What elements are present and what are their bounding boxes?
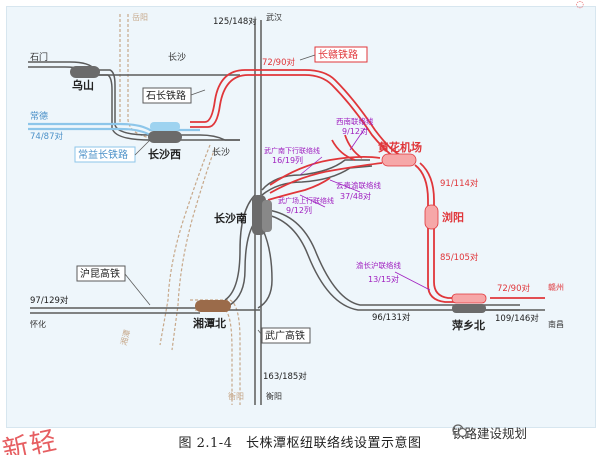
- dir-yueyang: 岳阳: [132, 12, 148, 22]
- count-wuguang-north: 125/148对: [213, 16, 257, 27]
- count-nanchang: 109/146对: [495, 313, 539, 324]
- text-layer: 石门 长沙 长沙 常德 岳阳 武汉 怀化 湘潭 衡阳 衡阳 南昌 赣州 乌山 长…: [30, 12, 564, 401]
- dir-wuhan: 武汉: [266, 12, 282, 22]
- red-lines: [190, 69, 545, 303]
- station-wushan-shape: [70, 66, 100, 78]
- count-changgan-west: 72/90对: [262, 57, 295, 68]
- count-wuguang-down: 16/19列: [272, 155, 303, 165]
- blue-line: [28, 122, 200, 136]
- diagram-panel: [6, 6, 596, 428]
- csn-east-curve: [257, 229, 273, 309]
- station-liuyang-label: 浏阳: [442, 210, 464, 224]
- station-pingxiangbei-shape: [451, 293, 487, 304]
- airport-to-liuyang-b: [419, 162, 435, 212]
- station-changshaxi-label: 长沙西: [148, 147, 181, 161]
- airport-loop-b: [344, 134, 363, 159]
- station-pingxiangbei-label: 萍乡北: [452, 318, 485, 332]
- changshanan-east: [267, 209, 520, 306]
- station-airport-shape: [381, 153, 417, 167]
- dir-huaihua: 怀化: [30, 319, 46, 329]
- station-pingxiangbei-shape-b: [452, 304, 486, 313]
- station-xiangtanbei-shape: [195, 300, 231, 312]
- tan-line-d: [171, 147, 216, 351]
- airport-loop: [331, 139, 356, 161]
- dir-hengyang-2: 衡阳: [266, 391, 282, 401]
- count-liuyang-north: 91/114对: [440, 178, 479, 189]
- count-wuguang-south: 163/185对: [263, 371, 307, 382]
- line-changgan-label: 长赣铁路: [318, 48, 358, 61]
- line-changyichang-label: 常益长铁路: [78, 148, 128, 161]
- station-xiangtanbei-label: 湘潭北: [193, 316, 226, 330]
- count-ganzhou: 72/90对: [497, 283, 530, 294]
- dir-hengyang-1: 衡阳: [228, 391, 244, 401]
- dir-shimen: 石门: [30, 51, 48, 63]
- dir-changsha-mid: 长沙: [212, 146, 230, 158]
- tan-line-c: [159, 144, 211, 346]
- station-changshaxi-shape: [148, 131, 182, 143]
- liuyang-to-pingxiang-a: [427, 222, 470, 303]
- count-wuguang-up: 9/12列: [286, 205, 312, 215]
- tan-dashed-lines: [119, 14, 241, 405]
- hukun-box: [76, 265, 126, 282]
- changgan-box: [314, 46, 368, 63]
- conn-wuguang-up-label: 武广场上行联络线: [278, 196, 334, 205]
- dir-nanchang: 南昌: [548, 319, 564, 329]
- airport-to-liuyang-a: [414, 164, 429, 212]
- leader-lines: [124, 54, 431, 336]
- figure-caption: 图 2.1-4 长株潭枢纽联络线设置示意图: [178, 436, 422, 451]
- changgan-line-b: [190, 74, 411, 164]
- wuguang-box: [261, 327, 311, 344]
- watermark-text: 铁路建设规划: [452, 426, 528, 441]
- tan-line-e: [190, 299, 241, 405]
- line-hukun-label: 沪昆高铁: [80, 267, 120, 280]
- dir-changsha-top: 长沙: [168, 51, 186, 63]
- count-yungui: 37/48对: [340, 191, 371, 201]
- watermark: 铁路建设规划: [452, 423, 527, 442]
- station-changshanan-label: 长沙南: [214, 211, 247, 225]
- line-shichang-label: 石长铁路: [146, 89, 186, 102]
- count-pingxiang-south: 96/131对: [372, 312, 411, 323]
- csn-loop-2: [261, 165, 373, 196]
- shichang-box: [142, 87, 192, 104]
- shichang-line: [28, 61, 240, 141]
- count-yuchanghu: 13/15对: [368, 274, 399, 284]
- changshanan-east-b: [267, 214, 520, 311]
- dir-ganzhou: 赣州: [548, 282, 564, 292]
- station-wushan-label: 乌山: [72, 78, 94, 92]
- dir-changde: 常德: [30, 110, 48, 122]
- count-liuyang-south: 85/105对: [440, 252, 479, 263]
- line-label-boxes: [74, 46, 368, 344]
- count-xinan: 9/12对: [342, 126, 368, 136]
- conn-yuchanghu-label: 渝长沪联络线: [356, 260, 401, 270]
- line-wuguang-label: 武广高铁: [265, 329, 305, 342]
- wechat-icon: [452, 424, 468, 438]
- station-changshaxi-blue: [150, 122, 180, 131]
- station-shapes: [70, 66, 487, 313]
- station-airport-label: 黄花机场: [378, 140, 422, 154]
- csn-west-curve: [224, 194, 256, 301]
- csn-to-airport-a: [269, 155, 381, 186]
- corner-mark: ◌: [576, 0, 584, 10]
- changgan-line-a: [190, 69, 411, 159]
- count-hukun-west: 97/129对: [30, 295, 69, 306]
- changyichang-line: [28, 122, 200, 132]
- conn-xinan-label: 西南联络线: [336, 116, 374, 126]
- dir-xiangtan: 湘潭: [118, 328, 132, 346]
- station-changshanan-shape-b: [262, 200, 272, 232]
- conn-wuguang-down-label: 武广南下行联络线: [264, 146, 320, 155]
- liuyang-to-pingxiang-b: [433, 222, 470, 299]
- csn-west-curve-b: [229, 224, 254, 306]
- csn-red-down: [267, 177, 331, 201]
- changyichang-line-b: [28, 127, 151, 136]
- station-liuyang-shape: [424, 204, 439, 230]
- csn-to-airport-b: [269, 162, 383, 194]
- tan-line-a: [127, 14, 176, 141]
- conn-yungui-label: 云贵渝联络线: [336, 180, 381, 190]
- count-changyichang: 74/87对: [30, 131, 63, 142]
